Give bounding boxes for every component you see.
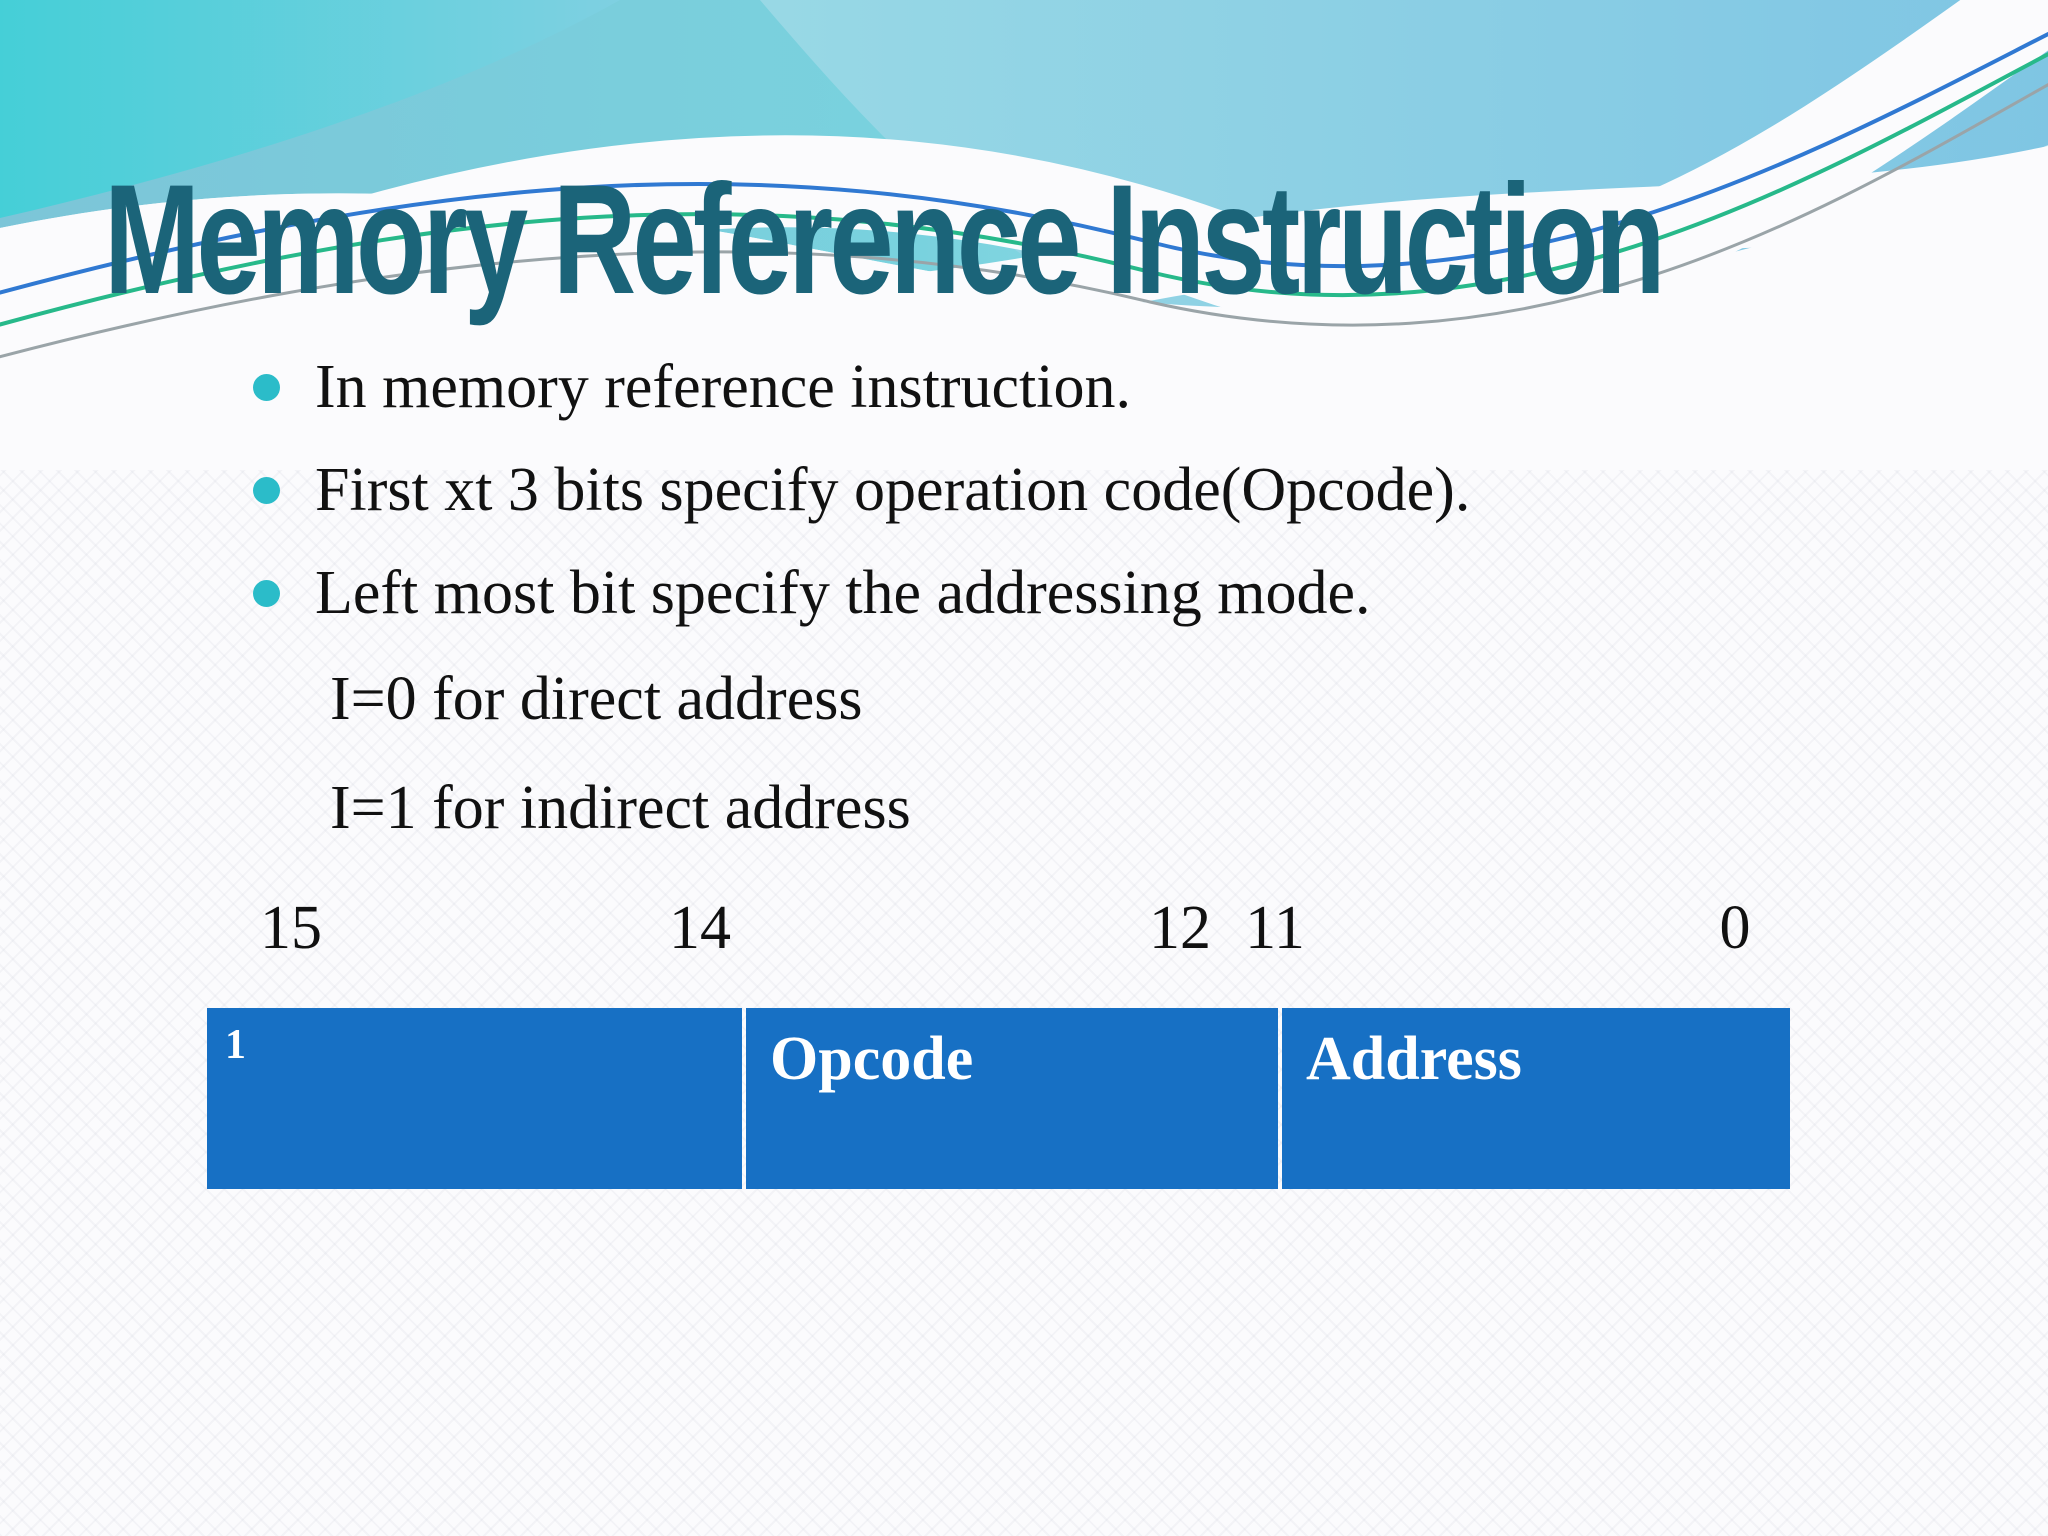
bullet-text: In memory reference instruction. [315, 353, 1131, 421]
bullet-text: Left most bit specify the addressing mod… [315, 559, 1371, 627]
sub-line: I=0 for direct address [253, 645, 2013, 754]
bullet-item: Left most bit specify the addressing mod… [253, 542, 2013, 645]
bullet-icon [253, 374, 280, 401]
bit-label-12: 12 [1149, 894, 1211, 962]
mode-bit-value: 1 [225, 1022, 246, 1068]
bullet-item: In memory reference instruction. [253, 336, 2013, 439]
bullet-icon [253, 580, 280, 607]
wave-decoration [0, 0, 2048, 470]
sub-line: I=1 for indirect address [253, 754, 2013, 863]
sub-line-text: I=0 for direct address [330, 665, 863, 733]
slide-title: Memory Reference Instruction [104, 153, 1666, 327]
bullet-item: First xt 3 bits specify operation code(O… [253, 439, 2013, 542]
table-cell-opcode: Opcode [746, 1008, 1278, 1189]
bullet-list: In memory reference instruction. First x… [253, 336, 2013, 863]
bullet-text: First xt 3 bits specify operation code(O… [315, 456, 1471, 524]
table-cell-mode-bit: 1 [207, 1008, 742, 1189]
sub-line-text: I=1 for indirect address [330, 774, 911, 842]
bit-label-14: 14 [669, 894, 731, 962]
table-cell-address: Address [1282, 1008, 1790, 1189]
bit-label-15: 15 [260, 894, 322, 962]
bit-label-0: 0 [1719, 894, 1751, 962]
address-label: Address [1306, 1025, 1522, 1093]
opcode-label: Opcode [770, 1025, 974, 1093]
instruction-format-table: 1 Opcode Address [207, 1008, 1790, 1189]
bit-label-11: 11 [1245, 894, 1305, 962]
bullet-icon [253, 477, 280, 504]
bit-position-labels: 15 14 12 11 0 [0, 888, 2048, 968]
